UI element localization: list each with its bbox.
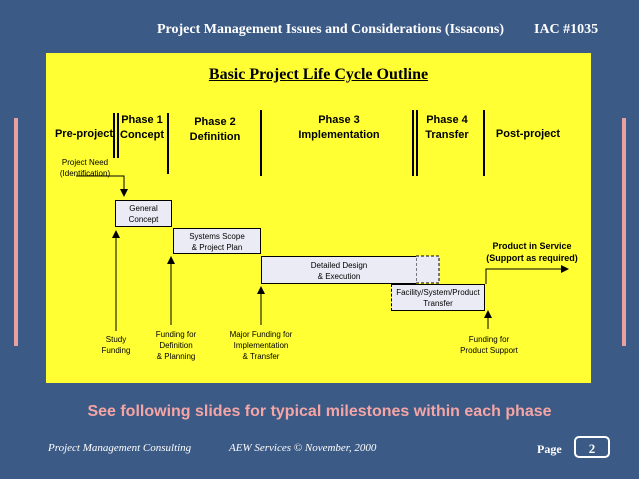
left-decorative-stripe (14, 118, 18, 346)
diagram-title: Basic Project Life Cycle Outline (208, 66, 429, 83)
phase-label: Post-project (495, 128, 561, 140)
box-line: Detailed Design (310, 261, 368, 270)
box-transfer: Facility/System/Product Transfer (391, 284, 485, 311)
project-need-label: Project Need (Identification) (52, 157, 118, 179)
definition-funding-label: Funding for Definition & Planning (144, 329, 208, 362)
label-line: Major Funding for (229, 330, 293, 339)
phase-pre-project: Pre-project (50, 127, 118, 142)
label-line: Funding (101, 346, 131, 355)
phase-number: Phase 3 (318, 114, 360, 126)
label-line: Definition (159, 341, 193, 350)
label-line: Project Need (61, 158, 109, 167)
box-systems-scope: Systems Scope & Project Plan (173, 228, 261, 254)
box-line: Facility/System/Product (396, 288, 480, 297)
label-line: Product Support (460, 346, 518, 355)
label-line: & Transfer (242, 352, 280, 361)
phase-number: Phase 4 (426, 114, 468, 126)
label-line: & Planning (156, 352, 196, 361)
phase-label: Definition (189, 131, 241, 143)
box-line: Concept (128, 215, 159, 224)
phase-label: Concept (120, 129, 164, 141)
diagram-panel: Basic Project Life Cycle Outline Pre-pro… (46, 53, 591, 383)
phase-number: Phase 1 (121, 114, 163, 126)
milestones-banner: See following slides for typical milesto… (87, 403, 552, 420)
box-general-concept: General Concept (115, 200, 172, 227)
overlap-dashed-region (415, 255, 440, 284)
slide-title: Project Management Issues and Considerat… (157, 22, 505, 37)
major-funding-label: Major Funding for Implementation & Trans… (218, 329, 304, 362)
label-line: Study (105, 335, 127, 344)
phase-1: Phase 1 Concept (116, 113, 168, 143)
label-line: Product in Service (492, 241, 572, 251)
phase-label: Pre-project (54, 128, 114, 140)
phase-post-project: Post-project (490, 127, 566, 142)
label-line: Funding for (155, 330, 197, 339)
phase-label: Implementation (298, 129, 380, 141)
page-label: Page (537, 442, 562, 456)
box-detailed-design: Detailed Design & Execution (261, 256, 416, 284)
box-line: General (129, 204, 158, 213)
phase-label: Transfer (425, 129, 469, 141)
phase-4: Phase 4 Transfer (418, 113, 476, 143)
label-line: Implementation (233, 341, 289, 350)
label-line: (Support as required) (486, 253, 578, 263)
phase-number: Phase 2 (194, 116, 236, 128)
study-funding-label: Study Funding (90, 334, 142, 356)
right-decorative-stripe (622, 118, 626, 346)
phase-3: Phase 3 Implementation (286, 113, 392, 143)
box-line: & Execution (317, 272, 361, 281)
box-line: Transfer (423, 299, 453, 308)
diagram-connectors (76, 110, 569, 331)
product-in-service-arrow (485, 265, 569, 284)
footer-copyright: AEW Services © November, 2000 (229, 442, 377, 454)
label-line: (Identification) (59, 169, 111, 178)
slide-reference: IAC #1035 (534, 22, 599, 37)
box-line: Systems Scope (189, 232, 245, 241)
phase-2: Phase 2 Definition (176, 115, 254, 145)
product-in-service-label: Product in Service (Support as required) (476, 240, 588, 264)
footer-company: Project Management Consulting (48, 442, 192, 454)
label-line: Funding for (468, 335, 510, 344)
box-line: & Project Plan (191, 243, 243, 252)
support-funding-label: Funding for Product Support (450, 334, 528, 356)
page-number: 2 (574, 436, 610, 458)
project-need-arrow (76, 175, 128, 197)
